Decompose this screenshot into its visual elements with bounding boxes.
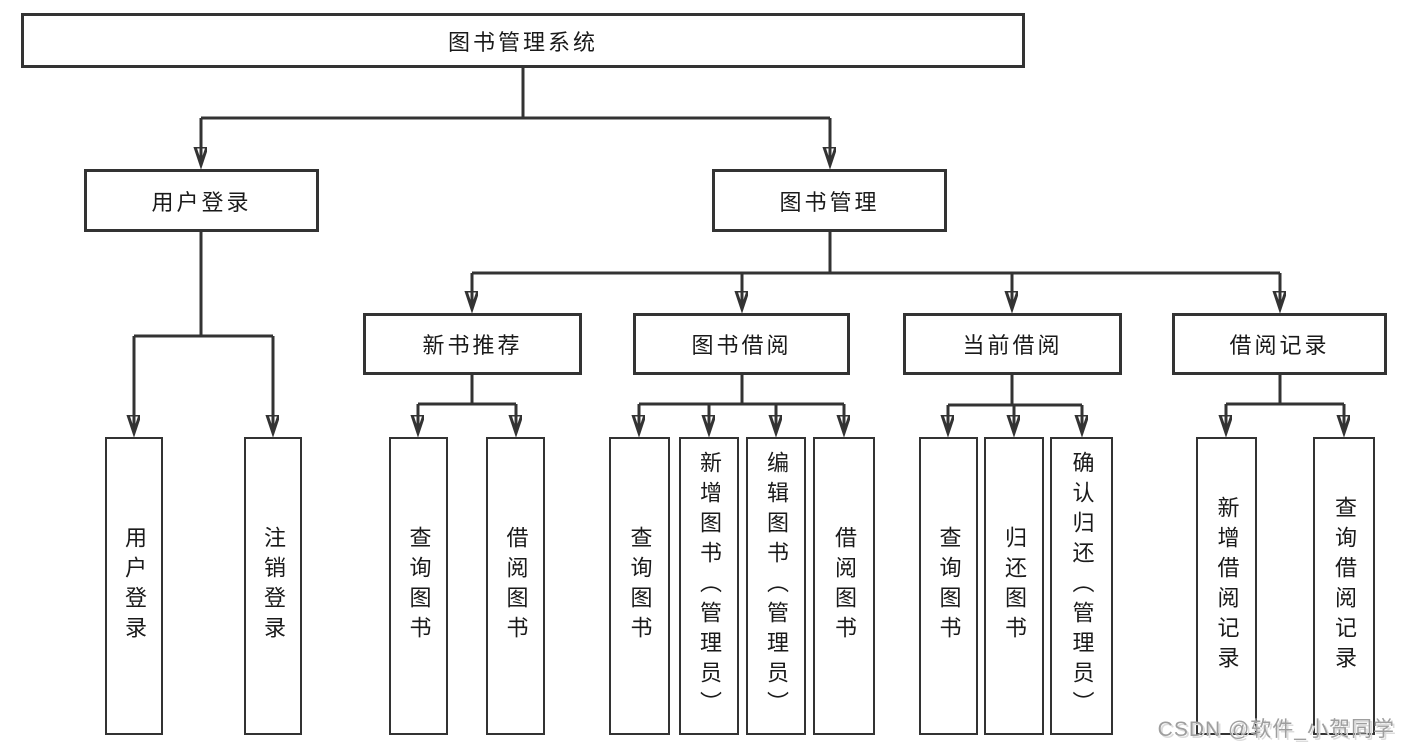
node-label: 图书管理 bbox=[779, 189, 880, 215]
node-label: 用户登录 bbox=[151, 189, 252, 215]
node-label: 新增图书（管理员） bbox=[697, 451, 722, 721]
leaf-query-books-1: 查询图书 bbox=[389, 437, 448, 735]
watermark: CSDN @软件_小贺同学 bbox=[1157, 718, 1395, 741]
node-label: 新增借阅记录 bbox=[1214, 496, 1240, 676]
node-borrow-records: 借阅记录 bbox=[1172, 313, 1387, 375]
leaf-logout-login: 注销登录 bbox=[244, 437, 302, 735]
node-label: 查询图书 bbox=[936, 526, 962, 646]
node-label: 查询图书 bbox=[627, 526, 653, 646]
node-label: 用户登录 bbox=[122, 526, 147, 646]
node-label: 当前借阅 bbox=[962, 333, 1063, 358]
node-label: 归还图书 bbox=[1002, 526, 1027, 646]
node-book-borrow: 图书借阅 bbox=[633, 313, 850, 375]
node-book-management: 图书管理 bbox=[712, 169, 947, 232]
node-library-system: 图书管理系统 bbox=[21, 13, 1025, 68]
node-new-book-recommend: 新书推荐 bbox=[363, 313, 582, 375]
node-current-borrow: 当前借阅 bbox=[903, 313, 1122, 375]
node-label: 借阅图书 bbox=[503, 526, 529, 646]
node-label: 查询图书 bbox=[406, 526, 432, 646]
node-label: 注销登录 bbox=[261, 526, 286, 646]
node-label: 借阅图书 bbox=[832, 526, 857, 646]
node-label: 编辑图书（管理员） bbox=[764, 451, 789, 721]
leaf-return-books: 归还图书 bbox=[984, 437, 1044, 735]
leaf-add-books-admin: 新增图书（管理员） bbox=[679, 437, 739, 735]
leaf-query-borrow-record: 查询借阅记录 bbox=[1313, 437, 1375, 735]
leaf-borrow-books-2: 借阅图书 bbox=[813, 437, 875, 735]
node-label: 查询借阅记录 bbox=[1332, 496, 1357, 676]
node-label: 图书借阅 bbox=[691, 333, 792, 358]
node-label: 确认归还（管理员） bbox=[1069, 451, 1095, 721]
node-label: 新书推荐 bbox=[422, 333, 523, 358]
node-user-login: 用户登录 bbox=[84, 169, 319, 232]
leaf-confirm-return-admin: 确认归还（管理员） bbox=[1050, 437, 1113, 735]
leaf-edit-books-admin: 编辑图书（管理员） bbox=[746, 437, 806, 735]
node-label: 借阅记录 bbox=[1229, 333, 1330, 358]
leaf-query-books-3: 查询图书 bbox=[919, 437, 978, 735]
node-label: 图书管理系统 bbox=[447, 29, 598, 55]
leaf-query-books-2: 查询图书 bbox=[609, 437, 670, 735]
leaf-borrow-books-1: 借阅图书 bbox=[486, 437, 545, 735]
leaf-add-borrow-record: 新增借阅记录 bbox=[1196, 437, 1257, 735]
leaf-user-login: 用户登录 bbox=[105, 437, 163, 735]
